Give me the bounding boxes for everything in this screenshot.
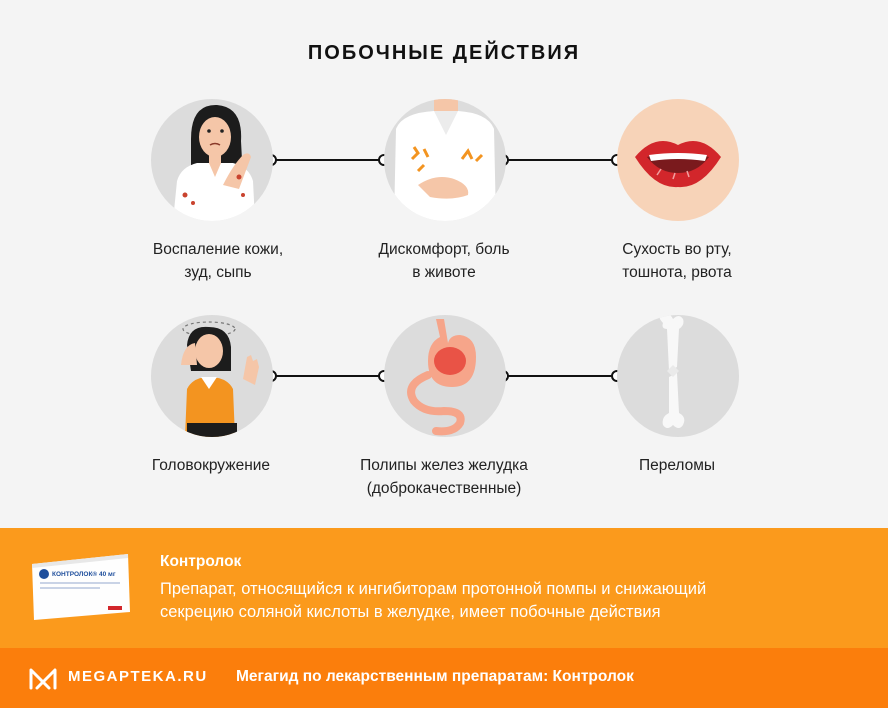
dizzy-woman-icon (151, 315, 273, 437)
effect-label-dizziness: Головокружение (101, 454, 321, 477)
drug-description: Препарат, относящийся к ингибиторам прот… (160, 578, 840, 624)
stomach-icon (384, 315, 506, 437)
effect-label-skin: Воспаление кожи, зуд, сыпь (108, 238, 328, 284)
woman-itching-skin-icon (151, 99, 273, 221)
drug-description-line: Препарат, относящийся к ингибиторам прот… (160, 580, 707, 598)
effect-label-polyps: Полипы желез желудка (доброкачественные) (334, 454, 554, 500)
drug-name: Контролок (160, 553, 242, 570)
effect-label-fractures: Переломы (567, 454, 787, 477)
footer-bar (0, 648, 888, 708)
drug-description-line: секрецию соляной кислоты в желудке, имее… (160, 603, 661, 621)
effect-label-line: тошнота, рвота (622, 264, 732, 281)
abdominal-pain-icon (384, 99, 506, 221)
broken-bone-icon (617, 315, 739, 437)
page-title: ПОБОЧНЫЕ ДЕЙСТВИЯ (307, 42, 581, 64)
drug-package-image: КОНТРОЛОК® 40 мг (32, 554, 130, 620)
effect-label-line: Головокружение (151, 457, 271, 474)
pack-brand-text: КОНТРОЛОК® 40 мг (52, 570, 116, 578)
effect-label-line: Полипы желез желудка (360, 457, 528, 474)
effect-label-line: Дискомфорт, боль (378, 241, 510, 258)
effect-label-line: (доброкачественные) (366, 480, 522, 497)
effect-label-line: Сухость во рту, (622, 241, 732, 258)
megapteka-logo-icon[interactable] (28, 665, 58, 691)
dry-mouth-lips-icon (617, 99, 739, 221)
effect-label-abdomen: Дискомфорт, боль в животе (334, 238, 554, 284)
effect-label-line: в животе (412, 264, 476, 281)
effect-label-line: Воспаление кожи, (152, 241, 284, 258)
effect-label-mouth: Сухость во рту, тошнота, рвота (567, 238, 787, 284)
effect-label-line: зуд, сыпь (184, 264, 252, 281)
drug-info-banner (0, 528, 888, 648)
megapteka-logo-text[interactable]: MEGAPTEKA.RU (68, 668, 208, 685)
effect-label-line: Переломы (638, 457, 716, 474)
footer-caption: Мегагид по лекарственным препаратам: Кон… (236, 668, 634, 685)
